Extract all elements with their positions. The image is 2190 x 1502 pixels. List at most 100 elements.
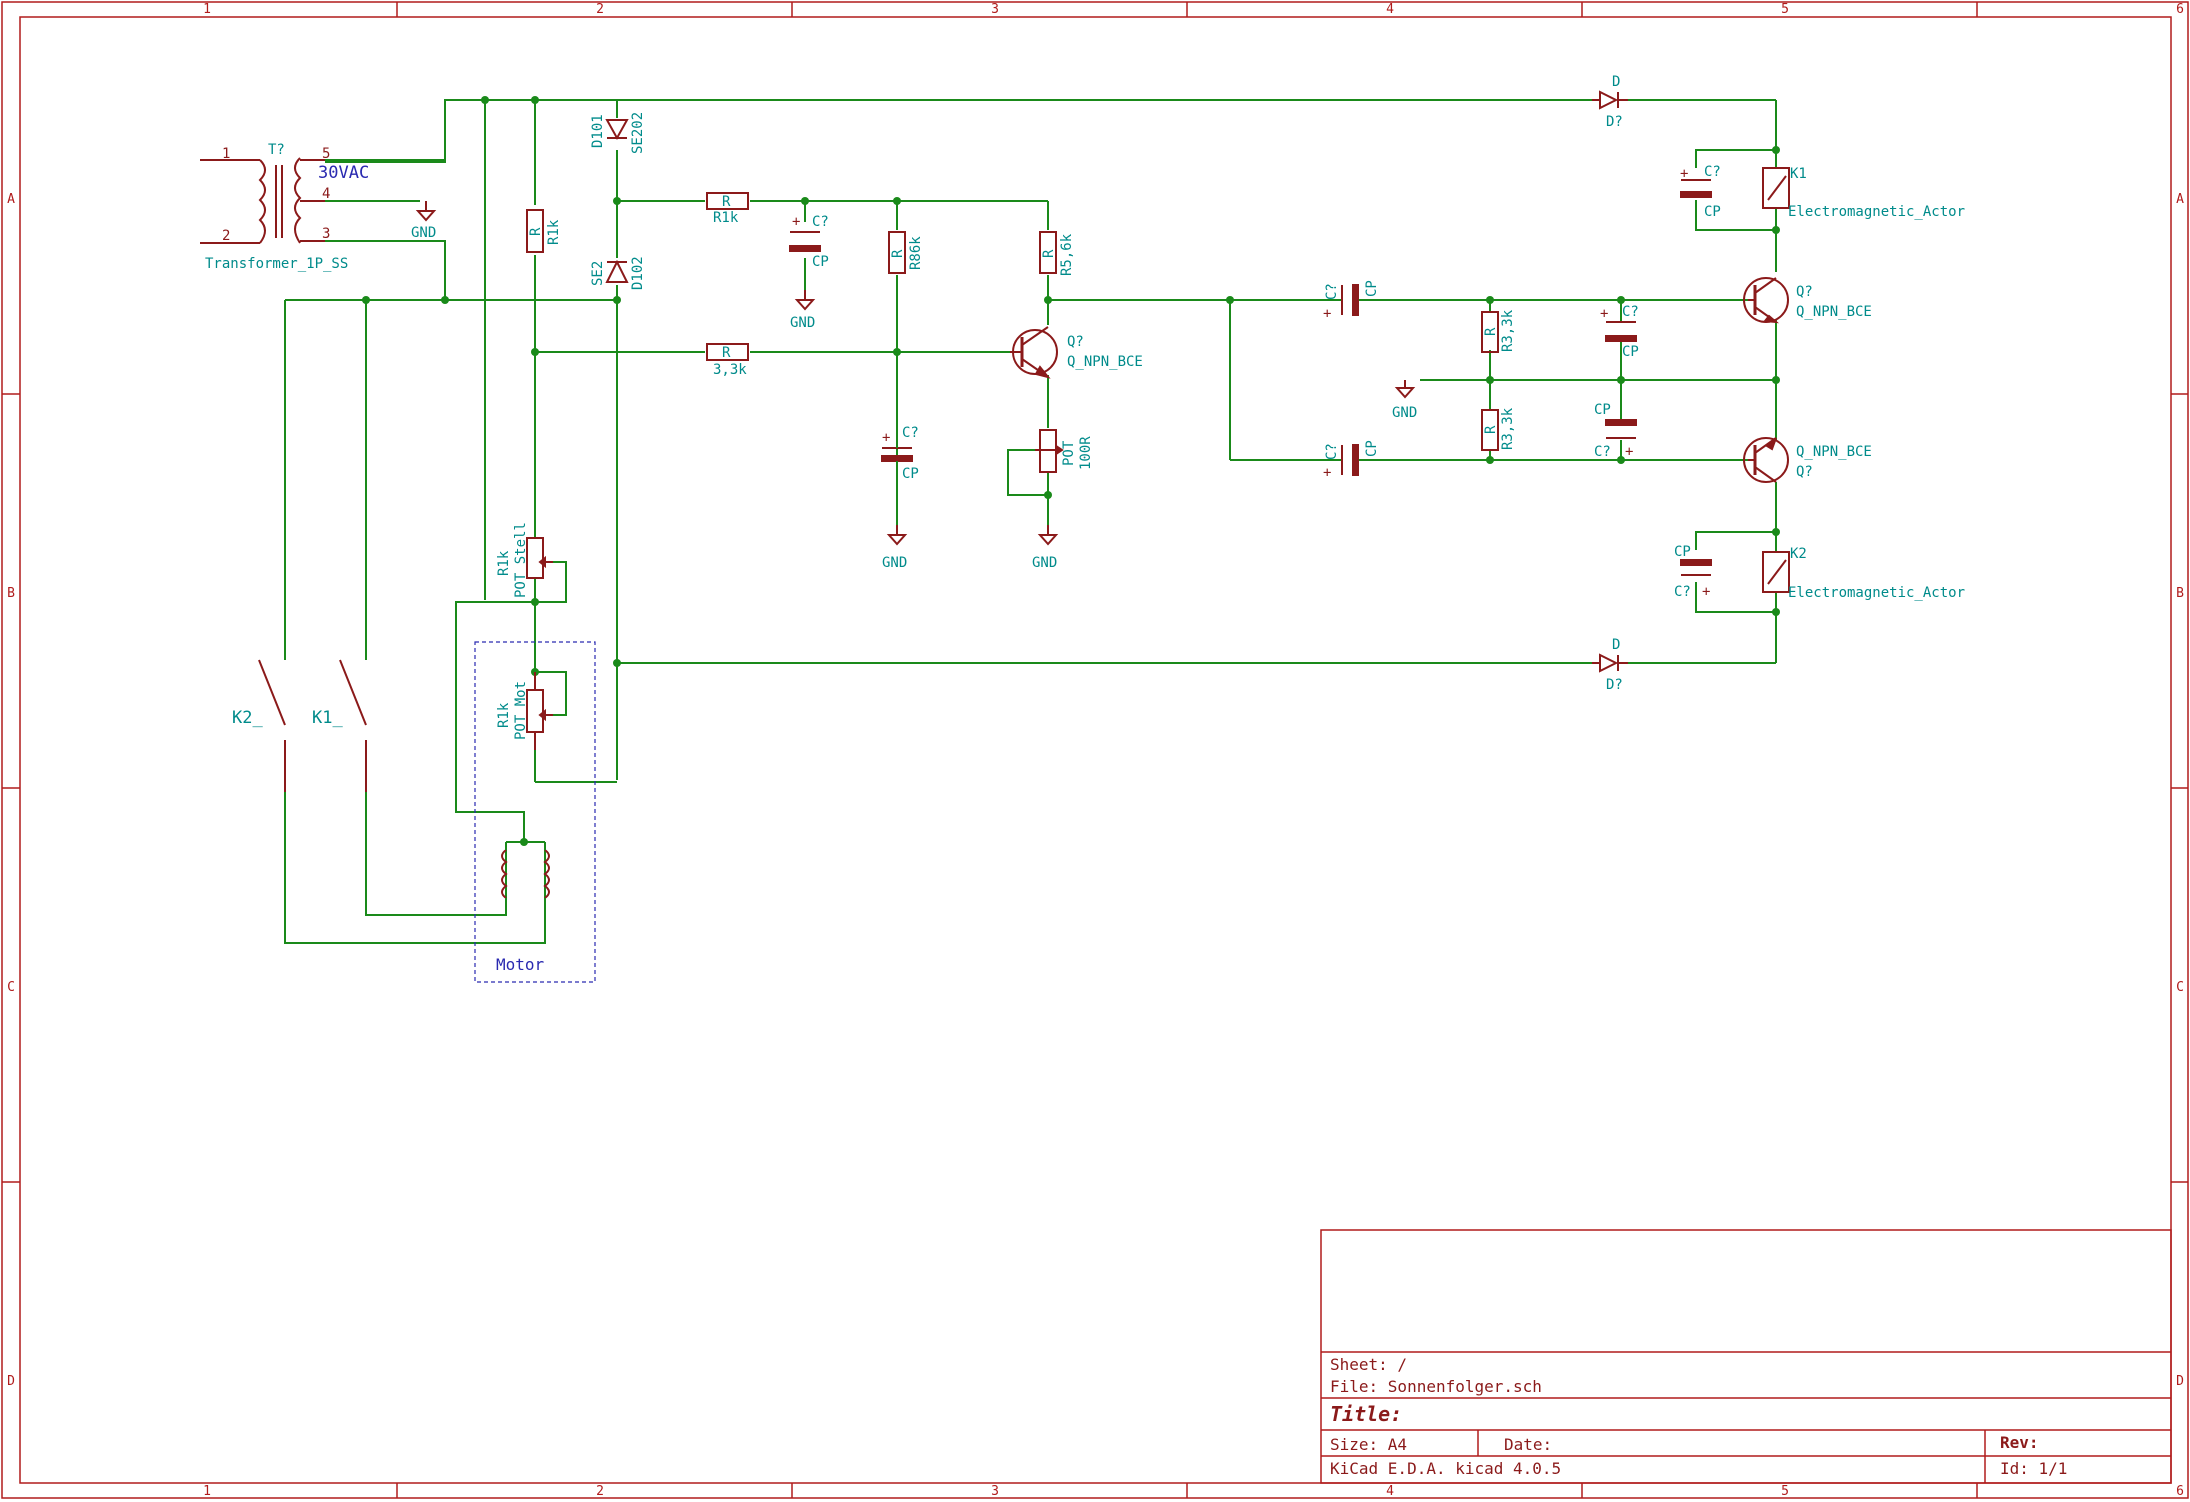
- cap-k1: [1680, 179, 1712, 198]
- row-label: B: [7, 586, 15, 601]
- cap-ref: C?: [812, 214, 829, 230]
- cap-value: CP: [1594, 402, 1611, 418]
- pot-ref: POT: [1061, 440, 1077, 466]
- d102-ref: D102: [630, 256, 646, 290]
- cap-ref: C?: [1674, 584, 1691, 600]
- resistor-r3-3k-upper: [1481, 311, 1499, 353]
- junction: [481, 96, 489, 104]
- title-label: Title:: [1330, 1402, 1402, 1426]
- col-label: 6: [2176, 1484, 2184, 1499]
- row-label: A: [2176, 192, 2184, 207]
- resistor-ref: R: [528, 227, 544, 236]
- row-label: B: [2176, 586, 2184, 601]
- junction: [1772, 528, 1780, 536]
- transistor-value: Q_NPN_BCE: [1796, 304, 1872, 320]
- row-label: C: [7, 980, 15, 995]
- cap-c4: [1341, 444, 1359, 476]
- diode-value: D: [1612, 74, 1620, 90]
- cap-plus: +: [1680, 166, 1688, 182]
- resistor-ref: R: [722, 345, 731, 361]
- junction: [613, 659, 621, 667]
- gnd-symbol: [794, 290, 816, 311]
- potentiometer-100r: [1035, 429, 1064, 473]
- cap-ref: C?: [1594, 444, 1611, 460]
- pot-name: POT Mot: [513, 681, 529, 740]
- row-label: D: [2176, 1374, 2184, 1389]
- resistor-ref: R: [722, 194, 731, 210]
- col-label: 5: [1781, 2, 1789, 17]
- relay-ref: K2: [1790, 546, 1807, 562]
- title-block: [1320, 1229, 2172, 1484]
- col-label: 1: [203, 2, 211, 17]
- resistor-r86k: [888, 231, 906, 274]
- cap-value: CP: [902, 466, 919, 482]
- gnd-symbol: [1037, 525, 1059, 546]
- junctions: [362, 96, 1780, 846]
- junction: [1486, 456, 1494, 464]
- resistor-r1k-vertical: [526, 209, 544, 253]
- diode-d101: [605, 119, 629, 141]
- relay-coil-k2: [1762, 551, 1790, 593]
- cap-c3: [1341, 284, 1359, 316]
- d102-value: SE2: [590, 261, 606, 286]
- switch-label: K1_: [312, 708, 343, 728]
- pin-label: 2: [222, 228, 230, 244]
- pot-value: 100R: [1078, 436, 1094, 470]
- junction: [801, 197, 809, 205]
- junction: [1772, 608, 1780, 616]
- transformer-name: Transformer_1P_SS: [205, 256, 348, 272]
- diode-d102: [605, 259, 629, 283]
- transistor-ref: Q?: [1067, 334, 1084, 350]
- file-name: File: Sonnenfolger.sch: [1330, 1377, 1542, 1396]
- rev-label: Rev:: [2000, 1433, 2039, 1452]
- cap-c1: [789, 231, 821, 252]
- date-label: Date:: [1504, 1435, 1552, 1454]
- resistor-r3-3k-lower: [1481, 409, 1499, 451]
- relay-value: Electromagnetic_Actor: [1788, 585, 1965, 601]
- junction: [520, 838, 528, 846]
- col-label: 6: [2176, 2, 2184, 17]
- col-label: 5: [1781, 1484, 1789, 1499]
- motor-label: Motor: [496, 955, 545, 974]
- cap-ref: C?: [1324, 443, 1340, 460]
- relay-value: Electromagnetic_Actor: [1788, 204, 1965, 220]
- gnd-label: GND: [882, 555, 907, 571]
- d101-value: SE202: [630, 112, 646, 154]
- junction: [1617, 456, 1625, 464]
- pin-label: 5: [322, 146, 330, 162]
- transistor-ref: Q?: [1796, 284, 1813, 300]
- pot-name: POT Stell: [513, 522, 529, 598]
- d101-ref: D101: [590, 114, 606, 148]
- pin-label: 1: [222, 146, 230, 162]
- transistor-value: Q_NPN_BCE: [1796, 444, 1872, 460]
- potentiometer-stell: [526, 537, 553, 579]
- components: [200, 90, 1790, 943]
- switch-label: K2_: [232, 708, 263, 728]
- col-label: 4: [1386, 1484, 1394, 1499]
- resistor-value: R3,3k: [1500, 407, 1516, 450]
- sheet-id: Id: 1/1: [2000, 1459, 2067, 1478]
- pin-label: 3: [322, 226, 330, 242]
- junction: [1617, 296, 1625, 304]
- cap-plus: +: [1625, 444, 1633, 460]
- cap-plus: +: [882, 430, 890, 446]
- resistor-3-3k: [706, 343, 749, 361]
- junction: [362, 296, 370, 304]
- junction: [531, 598, 539, 606]
- frame-row-labels: A B C D A B C D: [7, 192, 2184, 1389]
- motor-windings: [501, 842, 550, 943]
- cap-ref: C?: [1704, 164, 1721, 180]
- resistor-value: 3,3k: [713, 362, 747, 378]
- col-label: 2: [596, 1484, 604, 1499]
- transistor-q2: [1743, 277, 1789, 324]
- resistor-ref: R: [1483, 425, 1499, 434]
- gnd-symbol: [886, 525, 908, 546]
- resistor-ref: R: [1483, 327, 1499, 336]
- transistor-ref: Q?: [1796, 464, 1813, 480]
- junction: [1044, 491, 1052, 499]
- motor-group-box: [474, 641, 596, 983]
- potentiometer-mot: [526, 672, 553, 750]
- diode-bottom-right: [1592, 653, 1628, 673]
- diode-ref: D?: [1606, 677, 1623, 693]
